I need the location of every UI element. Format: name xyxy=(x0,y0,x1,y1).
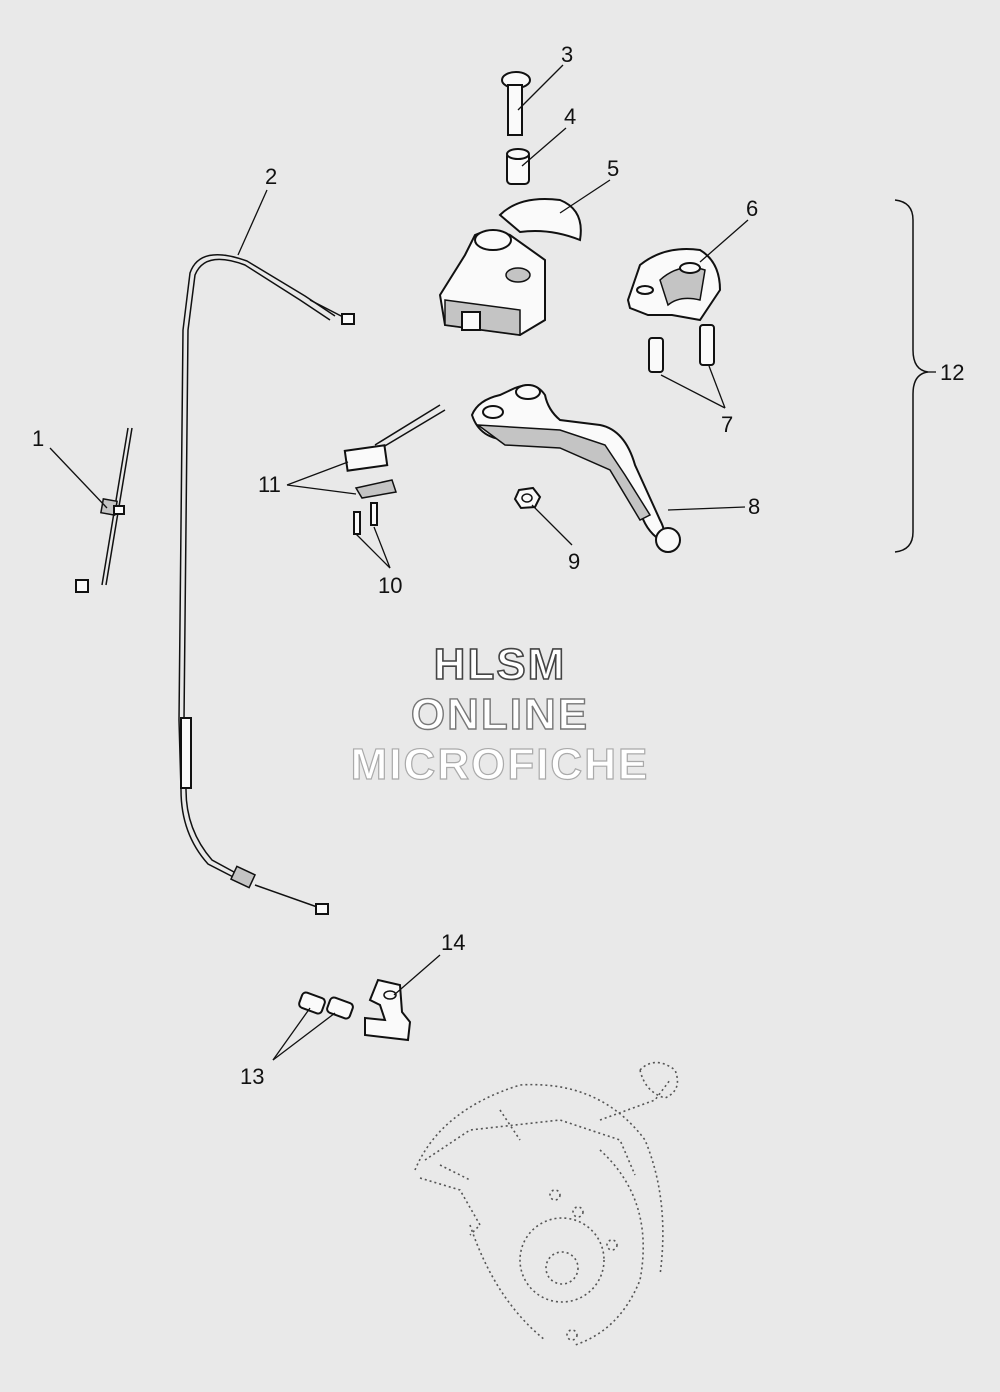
part-1-cable-tie xyxy=(75,427,133,593)
callout-4: 4 xyxy=(564,104,576,129)
part-5-bracket xyxy=(438,198,582,337)
callout-7: 7 xyxy=(721,412,733,437)
reference-assembly-ghost xyxy=(414,1061,679,1346)
part-10-screws xyxy=(353,502,378,535)
callout-14: 14 xyxy=(441,930,465,955)
part-6-clamp xyxy=(626,248,722,322)
callout-12: 12 xyxy=(940,360,964,385)
callout-3: 3 xyxy=(561,42,573,67)
part-4-bushing xyxy=(506,148,530,185)
part-7-screws xyxy=(648,324,715,373)
part-3-bolt xyxy=(501,71,531,136)
callout-labels: 1 2 3 4 5 6 7 8 9 10 11 12 13 14 xyxy=(32,42,964,1089)
callout-13: 13 xyxy=(240,1064,264,1089)
part-2-cable xyxy=(178,254,355,915)
part-9-nut xyxy=(513,486,542,510)
watermark-line-1: HLSM xyxy=(433,639,567,690)
watermark-line-3: MICROFICHE xyxy=(350,739,650,789)
callout-6: 6 xyxy=(746,196,758,221)
callout-10: 10 xyxy=(378,573,402,598)
callout-5: 5 xyxy=(607,156,619,181)
callout-11: 11 xyxy=(258,472,281,497)
part-12-brace xyxy=(894,199,929,553)
part-14-bracket xyxy=(364,978,412,1042)
leader-lines xyxy=(49,64,936,1061)
part-8-lever xyxy=(470,384,681,553)
part-13-screws xyxy=(298,991,354,1020)
callout-8: 8 xyxy=(748,494,760,519)
watermark-line-2: ONLINE xyxy=(410,689,590,739)
callout-9: 9 xyxy=(568,549,580,574)
callout-1: 1 xyxy=(32,426,44,451)
callout-2: 2 xyxy=(265,164,277,189)
part-11-switch xyxy=(343,404,446,499)
